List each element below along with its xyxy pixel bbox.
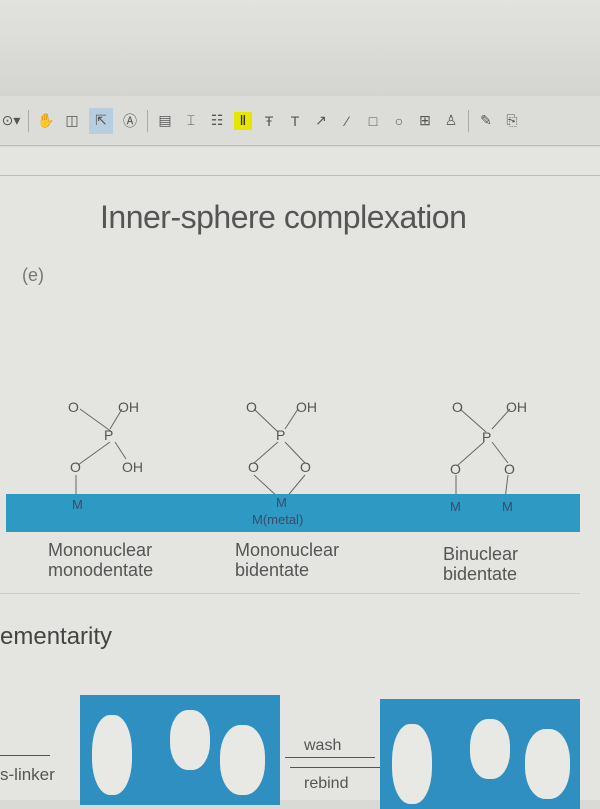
- metal-label: M: [72, 497, 83, 512]
- atom-label: P: [104, 427, 114, 443]
- note-icon[interactable]: ☷: [210, 112, 224, 128]
- metal-surface-band: [6, 494, 580, 532]
- atom-label: O: [246, 399, 257, 415]
- signature-icon[interactable]: ♙: [444, 112, 458, 128]
- monitor-background: [0, 0, 600, 96]
- section-heading: ementarity: [0, 623, 113, 650]
- imprinted-polymer-right: [380, 699, 580, 809]
- pdf-toolbar: ⊙▾ ✋ ◫ ⇱ Ⓐ ▤ ⌶ ☷ Ⅱ Ŧ T ↗ ⁄ □ ○ ⊞ ♙ ✎ ⎘: [0, 96, 600, 146]
- atom-label: P: [482, 429, 492, 445]
- panel-label: (e): [22, 265, 44, 285]
- atom-label: P: [276, 427, 286, 443]
- zoom-dropdown-icon[interactable]: ⊙▾: [1, 112, 21, 128]
- toolbar-separator: [28, 109, 29, 132]
- divider: [0, 175, 600, 176]
- rectangle-icon[interactable]: □: [368, 112, 378, 129]
- toolbar-separator: [468, 109, 469, 132]
- divider: [0, 593, 580, 594]
- bond-lines: [75, 408, 511, 500]
- underline-icon[interactable]: T: [290, 112, 300, 129]
- atom-label: OH: [122, 459, 143, 475]
- atom-label: O: [504, 461, 515, 477]
- arrow: [0, 755, 50, 756]
- attach-icon[interactable]: ⎘: [506, 112, 518, 128]
- wash-label: wash: [304, 737, 342, 754]
- edit-icon[interactable]: ✎: [480, 112, 492, 128]
- hand-icon[interactable]: ✋: [37, 112, 55, 128]
- atom-label: O: [68, 399, 79, 415]
- arrow-icon[interactable]: ↗: [315, 112, 327, 128]
- metal-label: M: [450, 499, 461, 514]
- slide-title: Inner-sphere complexation: [100, 199, 467, 235]
- atom-label: O: [452, 399, 463, 415]
- text-box-icon[interactable]: ⌶: [186, 112, 196, 128]
- rebind-arrow: [290, 767, 380, 768]
- find-icon[interactable]: Ⓐ: [123, 112, 137, 129]
- highlight-icon[interactable]: Ⅱ: [234, 111, 252, 130]
- snapshot-icon[interactable]: ◫: [65, 112, 79, 128]
- wash-arrow: [285, 757, 375, 758]
- atom-label: OH: [506, 399, 527, 415]
- select-icon[interactable]: ⇱: [89, 107, 113, 134]
- metal-label: M: [276, 495, 287, 510]
- metal-label: M: [502, 499, 513, 514]
- document-page: Inner-sphere complexation (e) O OH P O O…: [0, 147, 600, 809]
- toolbar-separator: [147, 109, 148, 132]
- atom-label: O: [300, 459, 311, 475]
- atom-label: O: [450, 461, 461, 477]
- comment-icon[interactable]: ▤: [158, 112, 172, 128]
- atom-label: O: [248, 459, 259, 475]
- oval-icon[interactable]: ○: [394, 112, 404, 129]
- stamp-icon[interactable]: ⊞: [419, 112, 431, 128]
- strikethrough-icon[interactable]: Ŧ: [264, 112, 274, 129]
- left-label: s-linker: [0, 765, 55, 784]
- rebind-label: rebind: [304, 775, 349, 792]
- line-icon[interactable]: ⁄: [345, 112, 349, 129]
- metal-legend-label: M(metal): [252, 512, 304, 527]
- imprinted-polymer-left: [80, 695, 280, 805]
- atom-label: OH: [118, 399, 139, 415]
- atom-label: OH: [296, 399, 317, 415]
- atom-label: O: [70, 459, 81, 475]
